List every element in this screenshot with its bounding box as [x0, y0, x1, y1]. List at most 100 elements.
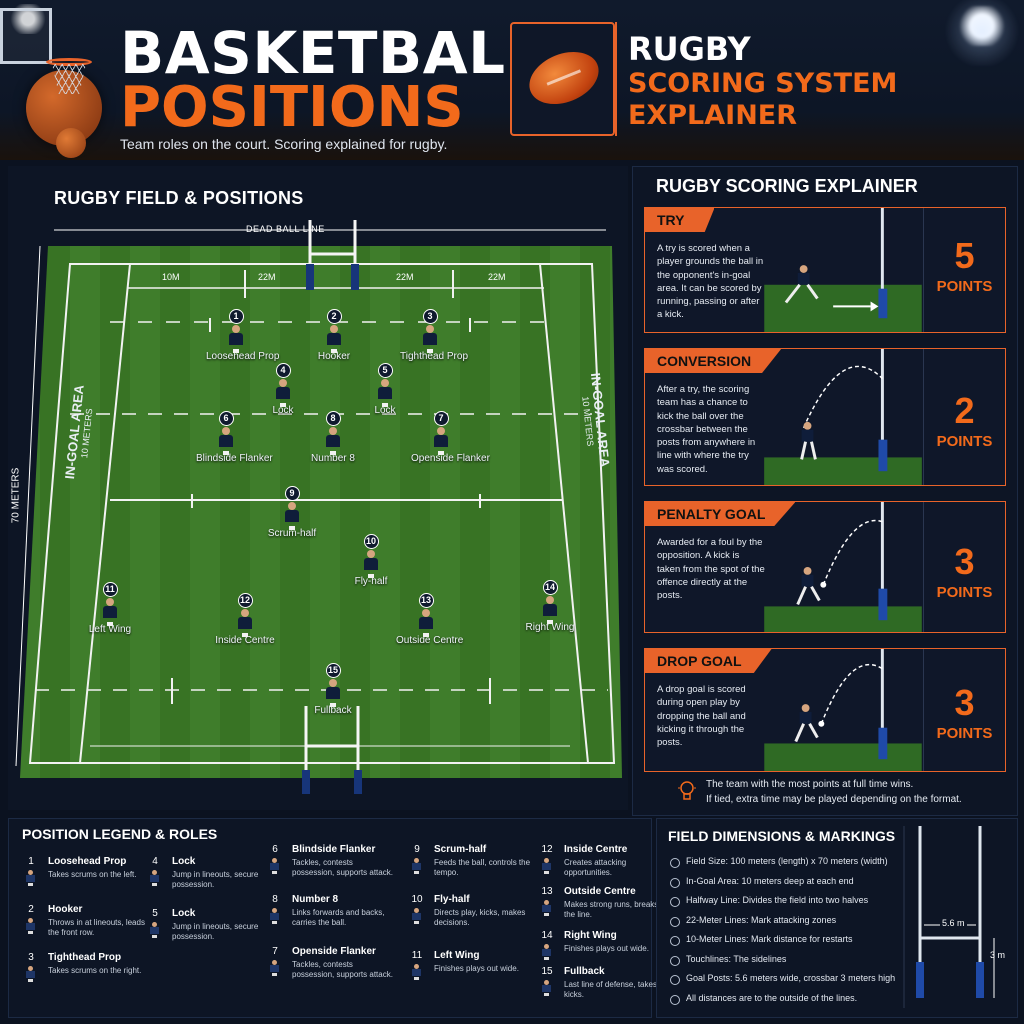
player-icon	[275, 379, 291, 405]
marker-22m-b: 22M	[396, 272, 414, 282]
scoring-heading: RUGBY SCORING EXPLAINER	[656, 176, 918, 196]
rugby-ball-badge	[510, 22, 615, 136]
legend-desc: Jump in lineouts, secure possession.	[172, 922, 259, 942]
conversion-scene-icon	[764, 349, 922, 485]
legend-number: 4	[152, 856, 158, 867]
score-tag: DROP GOAL	[645, 649, 772, 673]
legend-desc: Tackles, contests possession, supports a…	[292, 858, 393, 878]
player-number: 1	[228, 309, 244, 324]
legend-title: Fly-half	[434, 894, 470, 905]
legend-title: Hooker	[48, 904, 83, 915]
legend-title: Outside Centre	[564, 886, 636, 897]
player-number: 14	[542, 580, 558, 595]
score-desc: A drop goal is scored during open play b…	[657, 684, 746, 749]
legend-number: 2	[28, 904, 34, 915]
player-number: 15	[325, 663, 341, 678]
legend-title: Lock	[172, 908, 196, 919]
player-number: 8	[325, 411, 341, 426]
drop-goal-scene-icon	[764, 649, 922, 771]
legend-number: 3	[28, 952, 34, 963]
player-mini-icon	[26, 870, 35, 886]
score-unit: POINTS	[936, 278, 993, 295]
legend-title: Scrum-half	[434, 844, 487, 855]
player-number: 2	[326, 309, 342, 324]
try-scene-icon	[764, 208, 922, 332]
player-label: Number 8	[311, 453, 355, 464]
dimension-row: Goal Posts: 5.6 meters wide, crossbar 3 …	[668, 969, 895, 989]
legend-number: 10	[411, 894, 423, 905]
legend-desc: Last line of defense, takes kicks.	[564, 980, 657, 1000]
legend-title: Lock	[172, 856, 196, 867]
player-number: 4	[275, 363, 291, 378]
legend-desc: Jump in lineouts, secure possession.	[172, 870, 259, 890]
legend-desc: Takes scrums on the left.	[48, 870, 137, 879]
score-card-penalty-goal: PENALTY GOAL Awarded for a foul by the o…	[644, 501, 1006, 633]
player-label: Loosehead Prop	[206, 351, 280, 362]
legend-desc: Takes scrums on the right.	[48, 966, 142, 975]
legend-title: Tighthead Prop	[48, 952, 122, 963]
player-number: 12	[237, 593, 253, 608]
player-mini-icon	[542, 980, 551, 996]
player-mini-icon	[150, 922, 159, 938]
player-label: Lock	[272, 405, 294, 416]
legend-title: Loosehead Prop	[48, 856, 127, 867]
player-number: 10	[363, 534, 379, 549]
legend-desc: Links forwards and backs, carries the ba…	[292, 908, 385, 928]
page-title-line1: BASKETBALL	[120, 19, 544, 87]
penalty-scene-icon	[764, 502, 922, 632]
dimensions-list: Field Size: 100 meters (length) x 70 met…	[668, 852, 895, 1008]
player-icon	[422, 325, 438, 351]
player-number: 7	[433, 411, 449, 426]
legend-heading: POSITION LEGEND & ROLES	[22, 826, 218, 842]
legend-desc: Makes strong runs, breaks the line.	[564, 900, 659, 920]
legend-desc: Creates attacking opportunities.	[564, 858, 627, 878]
rugby-title-explainer: EXPLAINER	[628, 100, 798, 132]
score-points: 3	[954, 682, 975, 723]
legend-title: Right Wing	[564, 930, 617, 941]
grass	[20, 246, 622, 778]
player-label: Left Wing	[88, 624, 132, 635]
player-label: Fullback	[314, 705, 352, 716]
player-label: Hooker	[317, 351, 351, 362]
score-unit: POINTS	[936, 725, 993, 742]
player-label: Outside Centre	[396, 635, 464, 646]
player-label: Openside Flanker	[411, 453, 490, 464]
dimensions-heading: FIELD DIMENSIONS & MARKINGS	[668, 828, 896, 844]
try-line-right	[539, 263, 589, 764]
marker-10m: 10M	[162, 272, 180, 282]
score-points: 3	[954, 541, 975, 582]
dimension-row: Touchlines: The sidelines	[668, 950, 890, 970]
page-subtitle: Team roles on the court. Scoring explain…	[120, 136, 448, 152]
score-desc: Awarded for a foul by the opposition. A …	[657, 537, 765, 602]
legend-desc: Directs play, kicks, makes decisions.	[434, 908, 526, 928]
player-mini-icon	[270, 960, 279, 976]
legend-title: Openside Flanker	[292, 946, 376, 957]
dead-ball-label: DEAD BALL LINE	[246, 224, 325, 234]
marker-22m-a: 22M	[258, 272, 276, 282]
goal-posts-bottom	[302, 706, 362, 794]
legend-desc: Tackles, contests possession, supports a…	[292, 960, 393, 980]
score-desc: A try is scored when a player grounds th…	[657, 243, 764, 321]
player-mini-icon	[26, 918, 35, 934]
player-mini-icon	[270, 908, 279, 924]
legend-title: Blindside Flanker	[292, 844, 376, 855]
legend-number: 8	[272, 894, 278, 905]
try-line-left	[79, 263, 131, 764]
player-mini-icon	[26, 966, 35, 982]
legend-title: Left Wing	[434, 950, 480, 961]
marker-22m-c: 22M	[488, 272, 506, 282]
dimension-row: 22-Meter Lines: Mark attacking zones	[668, 911, 890, 931]
legend-number: 14	[541, 930, 553, 941]
player-label: Tighthead Prop	[400, 351, 469, 362]
goal-post-diagram	[903, 826, 995, 1008]
